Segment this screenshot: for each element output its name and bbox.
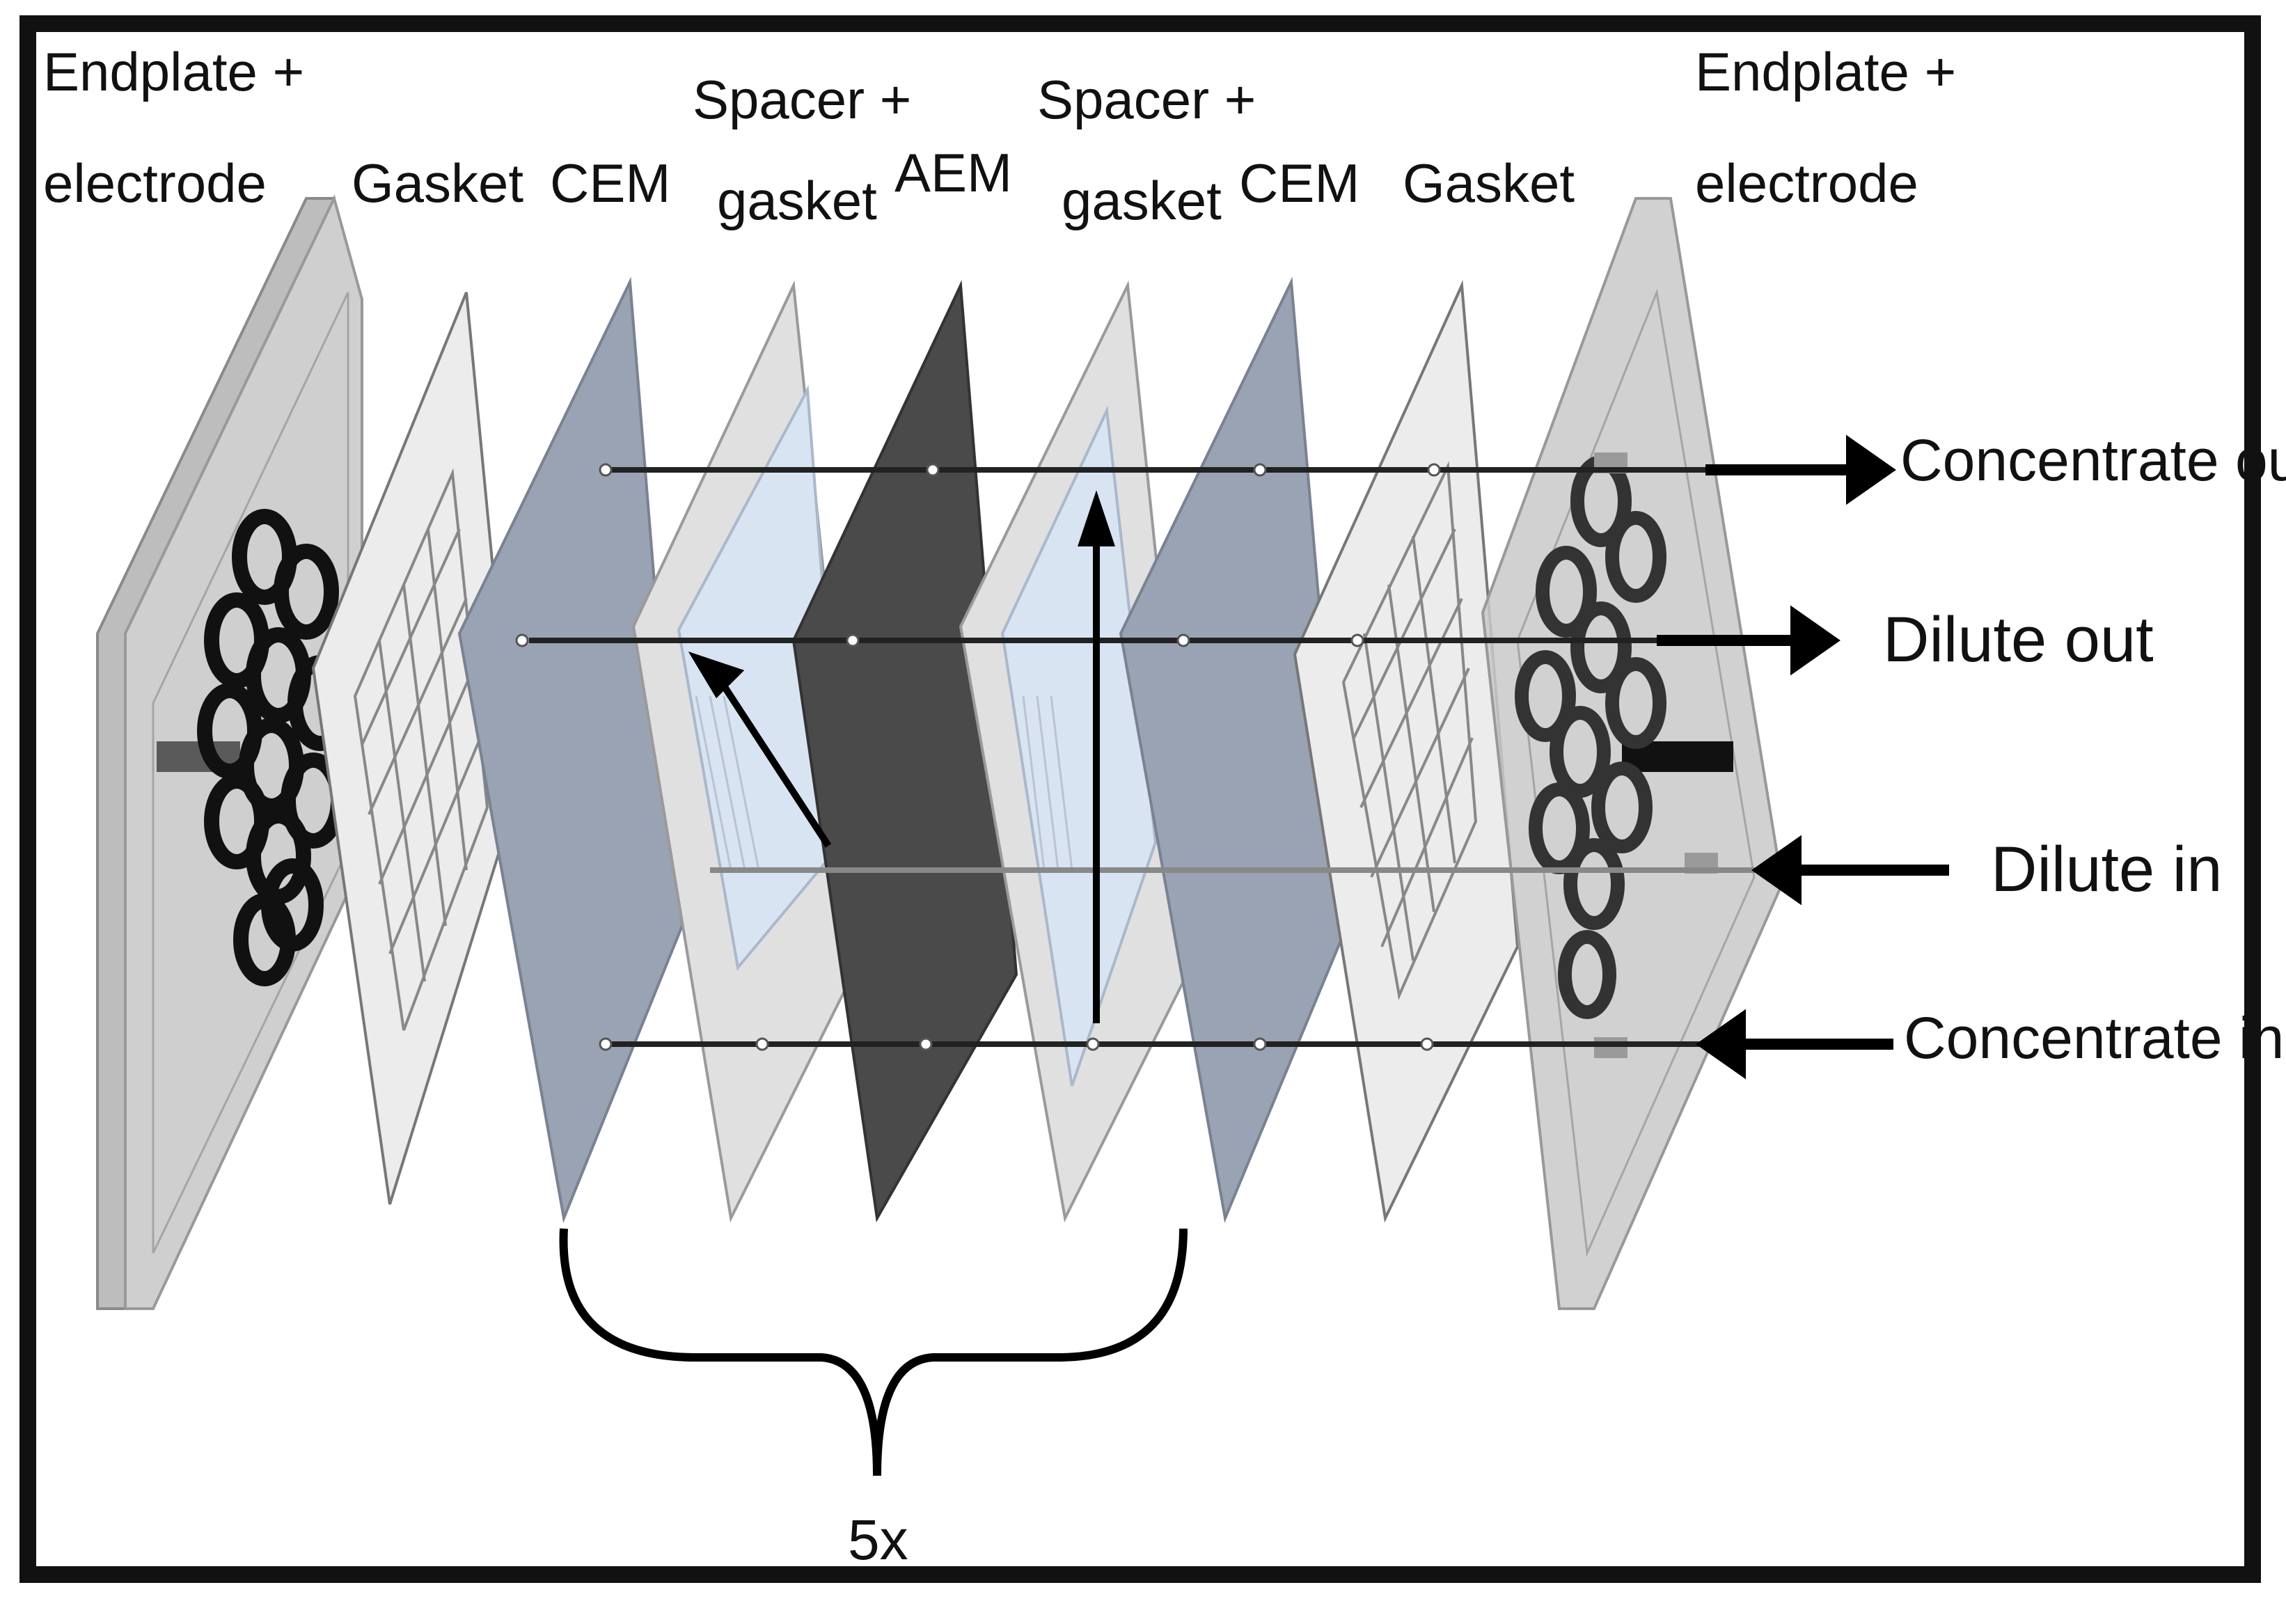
spacer-gasket-left bbox=[631, 280, 865, 1223]
label-right-endplate-line2: electrode bbox=[1695, 152, 1918, 214]
label-left-endplate-line1: Endplate + bbox=[43, 41, 304, 102]
label-left-endplate-line2: electrode bbox=[43, 152, 267, 214]
port-dots bbox=[515, 463, 1441, 1051]
right-gasket bbox=[1293, 280, 1520, 1223]
concentrate-out-arrowhead bbox=[1846, 434, 1896, 505]
label-left-gasket: Gasket bbox=[352, 152, 523, 214]
flow-labels: Concentrate out Dilute out Dilute in Con… bbox=[1883, 427, 2286, 1071]
label-right-cem: CEM bbox=[1239, 152, 1359, 214]
label-left-cem: CEM bbox=[550, 152, 670, 214]
external-flow-arrows bbox=[1657, 434, 1949, 1080]
repeat-brace bbox=[559, 1228, 1188, 1476]
left-endplate bbox=[96, 194, 363, 1310]
label-concentrate-in: Concentrate in bbox=[1904, 1005, 2284, 1071]
concentrate-in-arrowhead bbox=[1696, 1009, 1746, 1080]
internal-flow-arrows bbox=[688, 490, 1115, 1023]
dilute-out-arrowhead bbox=[1790, 605, 1840, 676]
diagonal-flow-arrowhead bbox=[688, 651, 745, 699]
label-right-gasket: Gasket bbox=[1403, 152, 1575, 214]
spacer-window-right bbox=[1000, 405, 1158, 1087]
label-dilute-out: Dilute out bbox=[1883, 604, 2154, 675]
vertical-flow-arrowhead bbox=[1078, 490, 1115, 546]
right-endplate bbox=[1481, 197, 1784, 1310]
repeat-count-label: 5x bbox=[848, 1508, 908, 1572]
label-right-spacer-line2: gasket bbox=[1062, 170, 1222, 231]
label-right-endplate-line1: Endplate + bbox=[1695, 41, 1956, 102]
label-left-spacer-line1: Spacer + bbox=[693, 69, 911, 130]
left-gasket bbox=[311, 292, 517, 1205]
component-labels: Endplate + electrode Gasket CEM Spacer +… bbox=[43, 41, 1956, 231]
left-electrode-mesh bbox=[197, 509, 353, 986]
label-dilute-in: Dilute in bbox=[1991, 834, 2222, 905]
dilute-in-arrowhead bbox=[1751, 835, 1802, 906]
label-right-spacer-line1: Spacer + bbox=[1037, 69, 1256, 130]
aem-membrane bbox=[791, 280, 1018, 1223]
label-aem: AEM bbox=[894, 142, 1012, 203]
label-concentrate-out: Concentrate out bbox=[1900, 427, 2286, 493]
label-left-spacer-line2: gasket bbox=[717, 170, 877, 231]
